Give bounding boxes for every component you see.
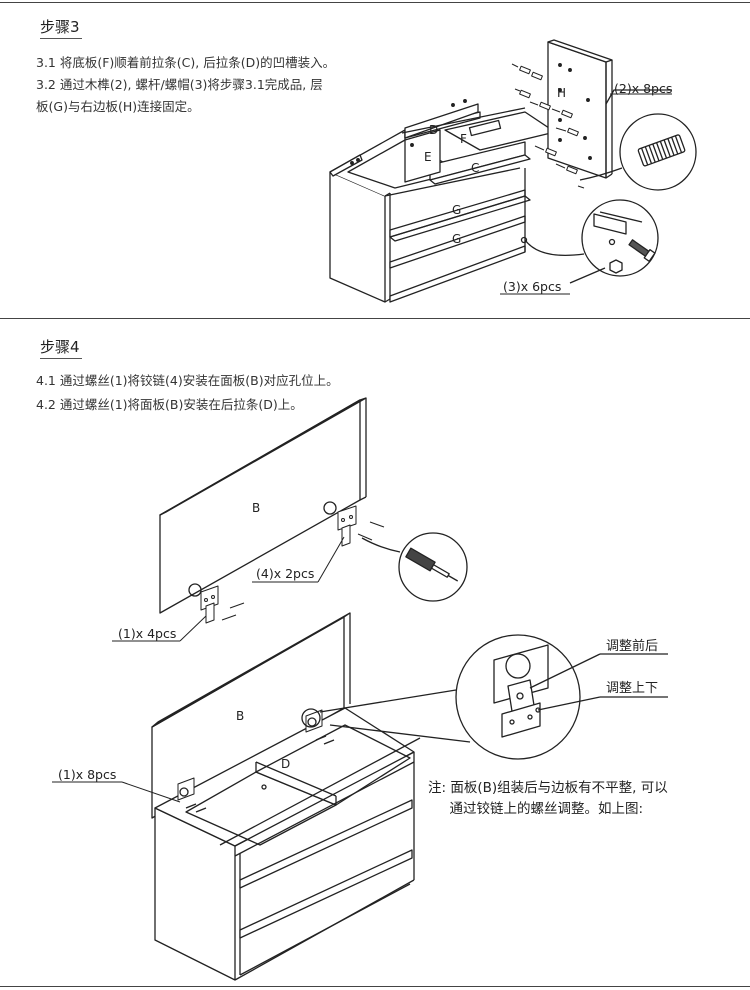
step3-title: 步骤3	[40, 18, 80, 36]
screwdriver-detail	[361, 532, 468, 602]
adjust-note-line-2: 通过铰链上的螺丝调整。如上图:	[428, 801, 644, 817]
diagram-labels: H D F E C G G (2)x 8pcs (3)x 6pcs B B D …	[58, 81, 672, 782]
step3-cabinet	[329, 99, 556, 303]
label-d: D	[429, 123, 438, 137]
label-b1: B	[252, 501, 260, 515]
step4-title: 步骤4	[40, 338, 80, 356]
step4-line-1: 4.1 通过螺丝(1)将铰链(4)安装在面板(B)对应孔位上。	[36, 373, 339, 388]
step3-line-2: 3.2 通过木榫(2), 螺杆/螺帽(3)将步骤3.1完成品, 层	[36, 77, 323, 92]
adjust-up-down-label: 调整上下	[606, 681, 658, 696]
step3-title-underline	[40, 38, 82, 39]
adjust-note-line-1: 注: 面板(B)组装后与边板有不平整, 可以	[428, 780, 668, 796]
label-e: E	[424, 150, 432, 164]
section-divider	[0, 318, 750, 319]
screw-qty-label-1: (1)x 4pcs	[118, 626, 176, 641]
bottom-border	[0, 986, 750, 987]
step4-hinges	[200, 505, 385, 624]
step4-panel-b	[159, 397, 367, 614]
step3-line-3: 板(G)与右边板(H)连接固定。	[36, 99, 200, 114]
hinge-zoom-detail	[319, 634, 668, 760]
label-h: H	[557, 86, 566, 100]
label-g2: G	[452, 232, 461, 246]
label-b2: B	[236, 709, 244, 723]
label-f: F	[460, 132, 467, 146]
step4-line-2: 4.2 通过螺丝(1)将面板(B)安装在后拉条(D)上。	[36, 397, 303, 412]
step3-panel-h	[547, 39, 613, 179]
step3-line-1: 3.1 将底板(F)顺着前拉条(C), 后拉条(D)的凹槽装入。	[36, 55, 336, 70]
dowel-qty-label: (2)x 8pcs	[614, 81, 672, 96]
step4-callout-lines	[52, 93, 672, 803]
label-c: C	[471, 161, 479, 175]
step3-dowels	[511, 63, 585, 189]
step4-cabinet	[151, 612, 421, 981]
bolt-qty-label: (3)x 6pcs	[503, 279, 561, 294]
screw-qty-label-2: (1)x 8pcs	[58, 767, 116, 782]
label-g1: G	[452, 203, 461, 217]
hinge-qty-label: (4)x 2pcs	[256, 566, 314, 581]
step4-title-underline	[40, 358, 82, 359]
dowel-detail	[579, 89, 697, 191]
label-d-step4: D	[281, 757, 290, 771]
adjust-front-back-label: 调整前后	[606, 638, 658, 654]
top-border	[0, 2, 750, 3]
bolt-detail	[520, 199, 659, 284]
